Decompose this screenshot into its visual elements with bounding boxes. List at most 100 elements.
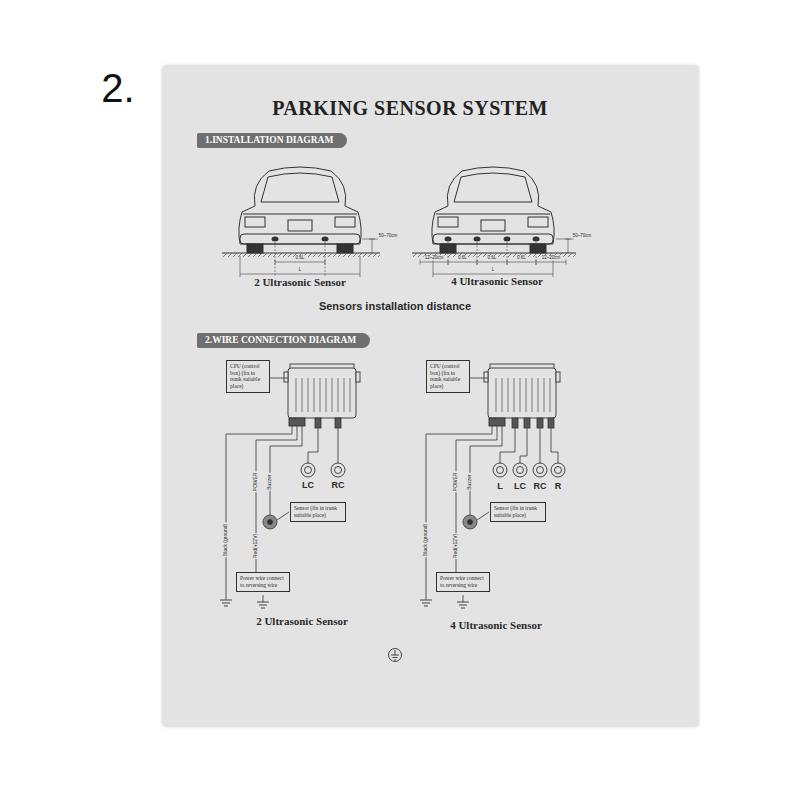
illustration-part <box>256 426 297 572</box>
sensor-note-box: Sensor (fix in trunk suitable place) <box>290 502 346 522</box>
banner-text: 1.INSTALLATION DIAGRAM <box>205 135 333 146</box>
illustration-part <box>331 463 345 477</box>
section-note: Sensors installation distance <box>319 300 471 312</box>
illustration-part <box>551 463 565 477</box>
illustration-part <box>463 595 464 602</box>
illustration-part <box>335 418 341 428</box>
power-note-box: Power wire connect to reversing wire <box>236 572 290 592</box>
illustration-part <box>270 378 288 379</box>
callout-number: 2. <box>101 66 134 110</box>
illustration-part <box>457 602 469 608</box>
wire-label: Black (ground) <box>423 523 429 558</box>
cpu-note-box: CPU (control box) (fix in trunk suitable… <box>426 360 470 393</box>
cpu-note-box: CPU (control box) (fix in trunk suitable… <box>226 360 270 393</box>
illustration-part <box>520 428 527 463</box>
illustration-part <box>426 426 492 600</box>
sensor-label: LC <box>302 481 314 491</box>
car-2-sensors <box>222 167 380 277</box>
note-text: Power wire connect to reversing wire <box>240 575 286 588</box>
dimension-label: 50~70cm <box>572 234 593 239</box>
dimension-label: 0.6L <box>516 256 527 261</box>
illustration-part <box>468 520 473 525</box>
manual-page <box>163 66 698 726</box>
wire-label: Red(+12V) <box>453 533 459 559</box>
illustration-part <box>420 262 566 263</box>
note-text: Power wire connect to reversing wire <box>440 575 486 588</box>
dimension-label: 0.6L <box>295 256 306 261</box>
illustration-part <box>540 428 541 463</box>
illustration-part <box>432 167 554 253</box>
dimension-label: 50~70cm <box>378 234 399 239</box>
page-symbol <box>389 649 402 662</box>
illustration-part <box>551 428 558 463</box>
illustration-part <box>226 426 292 600</box>
figure-caption: 2 Ultrasonic Sensor <box>256 615 348 627</box>
dimension-label: L <box>298 268 303 273</box>
illustration-part <box>240 274 360 275</box>
dimension-label: 0.6L <box>457 256 468 261</box>
figure-caption: 2 Ultrasonic Sensor <box>254 276 346 288</box>
dimension-label: 12~20cm <box>424 256 445 261</box>
illustration-part <box>445 237 452 242</box>
illustration-part <box>338 428 339 463</box>
illustration-part <box>524 418 530 428</box>
banner-text: 2.WIRE CONNECTION DIAGRAM <box>205 335 356 346</box>
note-text: CPU (control box) (fix in trunk suitable… <box>230 363 266 389</box>
illustration-part <box>220 600 232 606</box>
illustration-part <box>322 237 329 242</box>
sensor-label: R <box>555 482 562 492</box>
figure-caption: 4 Ultrasonic Sensor <box>451 275 543 287</box>
illustration-part <box>272 237 279 242</box>
illustration-part <box>513 463 527 477</box>
illustration-part <box>537 418 543 428</box>
illustration-part <box>389 649 402 662</box>
illustration-part <box>275 242 325 276</box>
illustration-part <box>277 512 289 520</box>
illustration-part <box>263 595 264 602</box>
sensor-label: L <box>497 482 503 492</box>
page-title: PARKING SENSOR SYSTEM <box>272 97 548 119</box>
illustration-part <box>239 167 361 253</box>
wire-label: Buzzer <box>267 473 273 491</box>
dimension-label: 12~20cm <box>541 256 562 261</box>
note-text: Sensor (fix in trunk suitable place) <box>494 505 542 518</box>
section-banner: 1.INSTALLATION DIAGRAM <box>197 133 347 148</box>
dimension-label: L <box>491 268 496 273</box>
illustration-part <box>463 515 477 529</box>
illustration-part <box>433 274 553 275</box>
illustration-part <box>484 364 560 426</box>
illustration-part <box>433 256 553 277</box>
wiring-2-sensors <box>220 364 360 608</box>
illustration-part <box>420 600 432 606</box>
sensor-label: RC <box>332 481 345 491</box>
power-note-box: Power wire connect to reversing wire <box>436 572 490 592</box>
illustration-part <box>257 602 269 608</box>
illustration-part <box>240 256 360 277</box>
illustration-part <box>362 239 378 253</box>
illustration-part <box>301 463 315 477</box>
dimension-label: 0.6L <box>487 256 498 261</box>
sensor-label: LC <box>514 482 526 492</box>
illustration-part <box>448 242 536 265</box>
illustration-part <box>391 650 399 660</box>
illustration-part <box>533 463 547 477</box>
sensor-label: RC <box>534 482 547 492</box>
wire-label: POWER <box>253 472 259 493</box>
section-banner: 2.WIRE CONNECTION DIAGRAM <box>197 333 370 348</box>
wiring-4-sensors <box>420 364 565 608</box>
illustration-part <box>477 512 489 520</box>
illustration-part <box>512 418 518 428</box>
sensor-note-box: Sensor (fix in trunk suitable place) <box>490 502 546 522</box>
figure-caption: 4 Ultrasonic Sensor <box>450 619 542 631</box>
illustration-part <box>556 239 574 253</box>
illustration-part <box>504 237 511 242</box>
illustration-part <box>474 237 481 242</box>
wire-label: Red(+12V) <box>253 533 259 559</box>
wire-label: Buzzer <box>467 473 473 491</box>
wire-label: POWER <box>453 472 459 493</box>
note-text: CPU (control box) (fix in trunk suitable… <box>430 363 466 389</box>
illustration-part <box>470 378 488 379</box>
illustration-part <box>308 428 318 463</box>
illustration-part <box>420 239 574 277</box>
